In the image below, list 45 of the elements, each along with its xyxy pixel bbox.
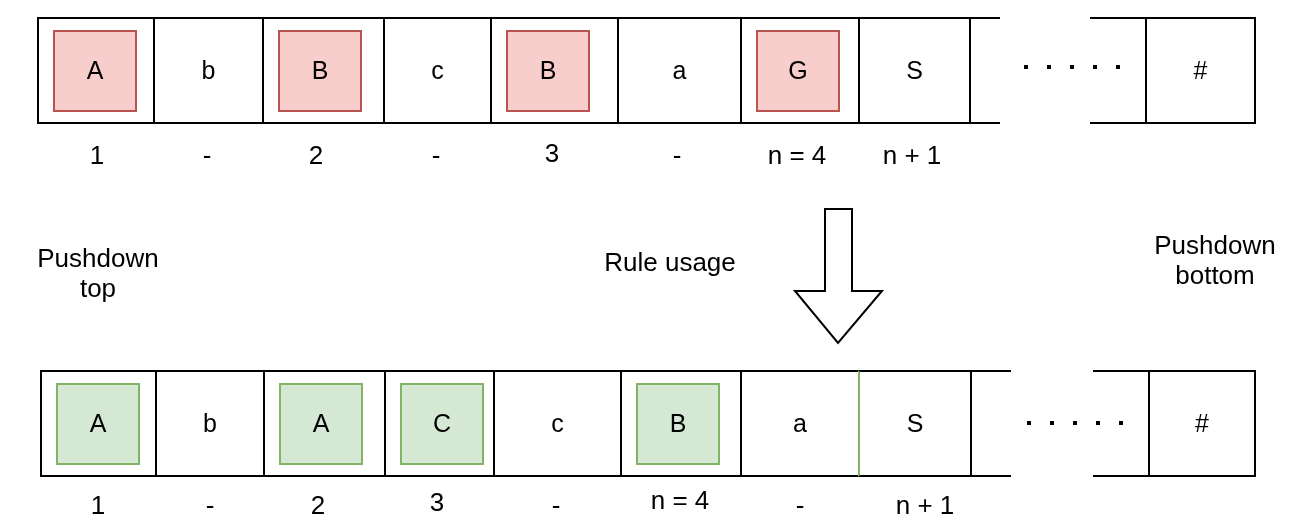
caption-text: - [201,140,213,170]
tape-cell: b [153,17,264,124]
tape-cell: c [383,17,492,124]
tape-cell [263,370,386,477]
symbol-box: B [636,383,720,465]
symbol-box: G [756,30,840,112]
tape-cell: # [1145,17,1256,124]
caption-text: - [794,490,806,520]
tape-cell [490,17,619,124]
caption-text: 2 [309,490,327,520]
symbol-box: B [278,30,362,112]
tape-cell: c [493,370,622,477]
caption-text: 1 [89,490,107,520]
caption-text: - [671,140,683,170]
tape-cell [384,370,495,477]
tape-cell: a [740,370,860,477]
caption-text: n + 1 [881,140,943,170]
caption-text: n + 1 [894,490,956,520]
symbol-box: B [506,30,590,112]
caption-text: n = 4 [649,485,711,515]
caption-text: 2 [307,140,325,170]
tape-cell: a [617,17,742,124]
symbol-box: A [53,30,137,112]
caption-text: 3 [428,487,446,517]
symbol-box: A [56,383,140,465]
tape-cell: S [858,17,971,124]
caption-text: Rule usage [603,247,737,277]
tape-cell [40,370,157,477]
tape-cell [262,17,385,124]
tape-cell [740,17,860,124]
caption-text: - [204,490,216,520]
caption-text: - [550,490,562,520]
caption-text: - [430,140,442,170]
tape-cell [620,370,742,477]
caption-text: Pushdown top [36,243,160,303]
caption-text: n = 4 [766,140,828,170]
symbol-box: C [400,383,484,465]
caption-text: 1 [88,140,106,170]
tape-cell: b [155,370,265,477]
tape-cell: S [858,370,972,477]
tape-cell: # [1148,370,1256,477]
symbol-box: A [279,383,363,465]
caption-text: Pushdown bottom [1153,230,1277,290]
tape-cell [37,17,155,124]
caption-text: 3 [543,138,561,168]
